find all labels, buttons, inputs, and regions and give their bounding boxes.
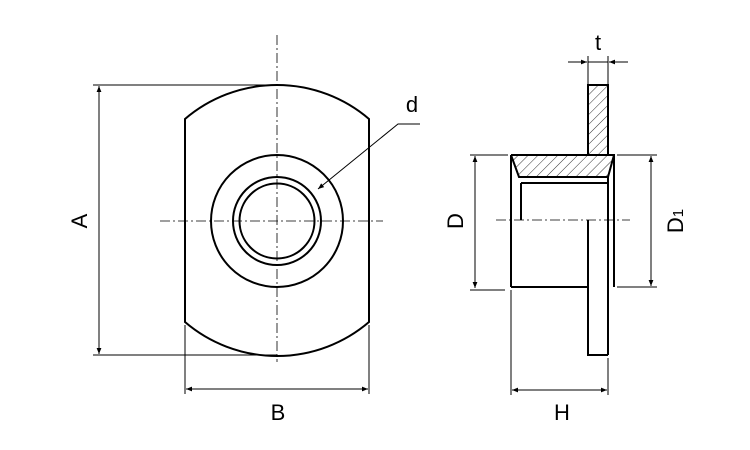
side-view: t D D1 H [443, 30, 688, 425]
label-d: d [406, 92, 418, 117]
flange-bottom [587, 220, 608, 356]
label-a: A [67, 213, 92, 228]
label-b: B [271, 400, 286, 425]
label-t: t [595, 30, 601, 55]
flange-top [587, 84, 609, 155]
front-view: A B d [67, 35, 420, 425]
nut-outline [184, 84, 370, 357]
label-D: D [443, 213, 468, 229]
label-H: H [554, 400, 570, 425]
label-D1: D1 [663, 209, 688, 233]
section-hatch [511, 85, 614, 177]
chamfer [510, 154, 615, 178]
leader-d [317, 123, 420, 190]
